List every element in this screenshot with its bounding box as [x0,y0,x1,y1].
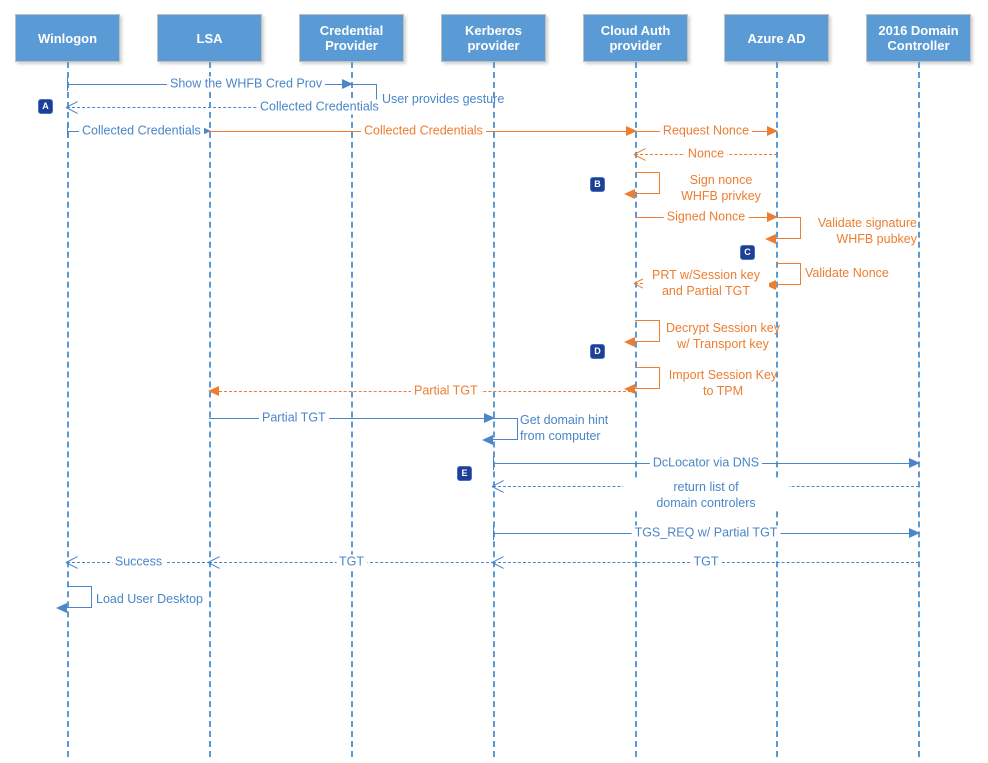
self-call-import-session-key [624,367,660,394]
message-label: PRT w/Session key and Partial TGT [643,267,769,299]
participant-cloud-auth-provider[interactable]: Cloud Auth provider [583,14,688,62]
lifeline-winlogon [67,62,69,757]
participant-credential-provider[interactable]: Credential Provider [299,14,404,62]
participant-winlogon[interactable]: Winlogon [15,14,120,62]
self-call-sign-nonce [624,172,660,199]
arrowhead-left-icon [208,386,219,396]
message-label: Success [111,554,166,570]
message-label: TGT [690,554,722,570]
message-label: Partial TGT [411,383,481,399]
self-call-get-domain-hint [482,418,518,445]
arrowhead-right-icon [200,126,211,136]
step-badge-b: B [590,177,605,192]
message-label: DcLocator via DNS [649,455,763,471]
lifeline-cloudauth [635,62,637,757]
message-label: return list of domain controlers [623,479,789,511]
participant-2016-domain-controller[interactable]: 2016 Domain Controller [866,14,971,62]
lifeline-azuread [776,62,778,757]
arrowhead-left-icon [66,101,78,113]
self-call-decrypt-session-key [624,320,660,347]
arrowhead-right-icon [342,79,353,89]
arrowhead-left-icon [624,188,635,199]
self-call-label-decrypt-session-key: Decrypt Session key w/ Transport key [666,321,780,351]
self-call-label-import-session-key: Import Session Key to TPM [668,368,778,398]
participant-kerberos-provider[interactable]: Kerberos provider [441,14,546,62]
participant-azure-ad[interactable]: Azure AD [724,14,829,62]
arrowhead-right-icon [767,126,778,136]
arrowhead-left-icon [482,434,493,445]
self-call-label-validate-signature: Validate signature WHFB pubkey [817,216,917,246]
message-label: TGT [336,554,367,570]
arrowhead-right-icon [909,528,920,538]
self-call-label-sign-nonce: Sign nonce WHFB privkey [681,173,761,203]
step-badge-a: A [38,99,53,114]
lifeline-credprov [351,62,353,757]
self-call-load-user-desktop [56,586,92,613]
message-label: Nonce [684,146,728,162]
message-label: Request Nonce [659,123,753,139]
self-call-label-user-provides-gesture: User provides gesture [382,92,505,106]
lifeline-dc2016 [918,62,920,757]
arrowhead-left-icon [765,233,776,244]
lifeline-lsa [209,62,211,757]
message-label: Collected Credentials [257,99,382,115]
self-call-label-validate-nonce: Validate Nonce [805,266,889,280]
arrowhead-left-icon [66,556,78,568]
arrowhead-right-icon [909,458,920,468]
arrowhead-left-icon [634,148,646,160]
arrowhead-left-icon [624,383,635,394]
step-badge-e: E [457,466,472,481]
participant-lsa[interactable]: LSA [157,14,262,62]
message-line [209,418,494,419]
step-badge-d: D [590,344,605,359]
arrowhead-right-icon [626,126,637,136]
arrowhead-left-icon [624,336,635,347]
self-call-validate-nonce [765,263,801,290]
message-label: Collected Credentials [79,123,204,139]
step-badge-c: C [740,245,755,260]
arrowhead-left-icon [765,279,776,290]
arrowhead-right-icon [484,413,495,423]
arrowhead-left-icon [56,602,67,613]
self-call-validate-signature [765,217,801,244]
self-call-label-get-domain-hint: Get domain hint from computer [520,413,609,443]
arrowhead-left-icon [492,480,504,492]
message-label: TGS_REQ w/ Partial TGT [631,525,781,541]
self-call-label-load-user-desktop: Load User Desktop [96,592,204,606]
message-label: Signed Nonce [663,209,749,225]
message-label: Collected Credentials [361,123,486,139]
message-line [67,107,352,108]
lifeline-kerberos [493,62,495,757]
message-label: Show the WHFB Cred Prov [167,76,326,92]
arrowhead-right-icon [767,212,778,222]
message-label: Partial TGT [259,410,329,426]
